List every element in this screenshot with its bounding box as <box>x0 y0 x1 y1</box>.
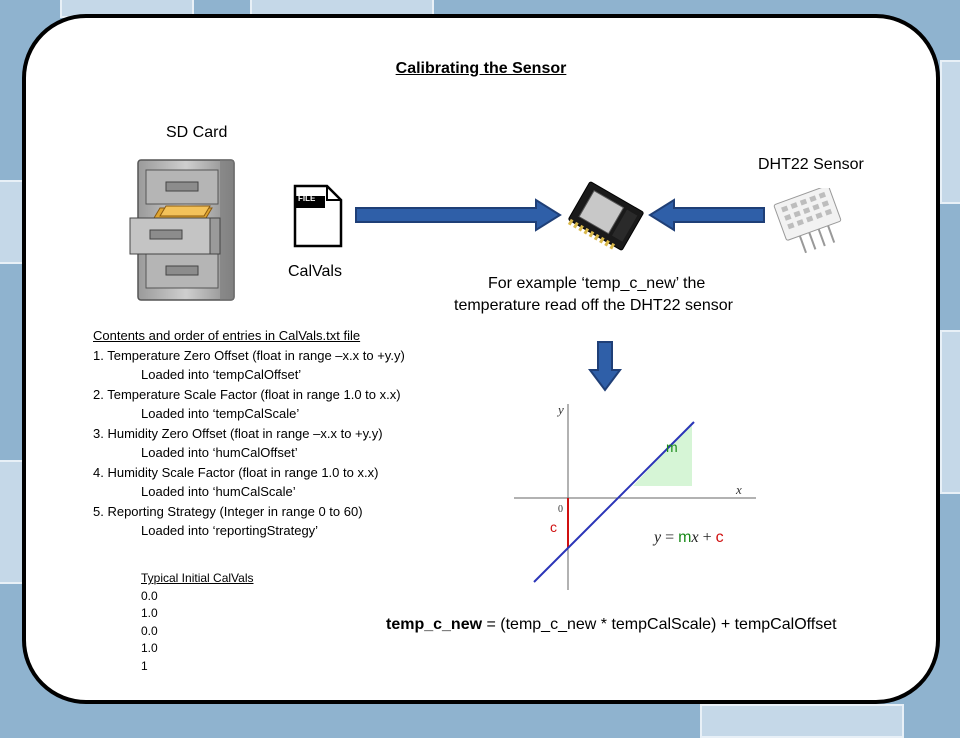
esp-module-icon <box>567 181 644 251</box>
calvals-file-label: CalVals <box>288 263 342 280</box>
contents-loaded: Loaded into ‘reportingStrategy’ <box>141 523 319 538</box>
contents-entry: 3. Humidity Zero Offset (float in range … <box>93 425 383 441</box>
background-tile <box>940 330 960 494</box>
background-tile <box>0 180 24 264</box>
y-axis-label: y <box>556 402 564 417</box>
calvals-contents-list: Contents and order of entries in CalVals… <box>93 326 405 541</box>
line-equation: y = mx + c <box>652 529 724 546</box>
eq-c: c <box>716 529 724 546</box>
file-icon-text: FILE <box>298 194 316 203</box>
contents-entry: 1. Temperature Zero Offset (float in ran… <box>93 347 405 363</box>
dht22-sensor-icon <box>773 188 842 254</box>
regression-line <box>533 421 695 583</box>
arrow-left-icon <box>648 198 765 232</box>
background-tile <box>700 704 904 738</box>
slide-panel: Calibrating the Sensor SD Card FILE CalV… <box>22 14 940 704</box>
contents-entry: 4. Humidity Scale Factor (float in range… <box>93 464 379 480</box>
typical-value: 1 <box>141 658 148 673</box>
typical-value: 1.0 <box>141 641 158 655</box>
typical-header: Typical Initial CalVals <box>141 571 254 585</box>
formula-lhs: temp_c_new <box>386 616 483 633</box>
typical-calvals-list: Typical Initial CalVals 0.0 1.0 0.0 1.0 … <box>141 570 254 675</box>
eq-equals: = <box>661 529 678 546</box>
example-text-line2: temperature read off the DHT22 sensor <box>454 297 733 314</box>
typical-value: 0.0 <box>141 588 158 603</box>
x-axis-label: x <box>735 482 742 497</box>
sd-card-label: SD Card <box>166 124 228 141</box>
contents-loaded: Loaded into ‘tempCalScale’ <box>141 406 300 421</box>
background-tile <box>0 460 24 584</box>
arrow-right-icon <box>355 198 562 232</box>
contents-entry: 2. Temperature Scale Factor (float in ra… <box>93 386 401 402</box>
slope-label: m <box>666 439 678 455</box>
origin-label: 0 <box>558 504 563 515</box>
eq-m: m <box>678 529 691 546</box>
contents-loaded: Loaded into ‘tempCalOffset’ <box>141 367 302 382</box>
typical-value: 1.0 <box>141 606 158 620</box>
example-text-line1: For example ‘temp_c_new’ the <box>488 275 706 292</box>
typical-value: 0.0 <box>141 623 158 638</box>
eq-x: x <box>690 529 698 546</box>
background-tile <box>940 60 960 204</box>
calibration-formula: temp_c_new = (temp_c_new * tempCalScale)… <box>386 616 837 634</box>
contents-loaded: Loaded into ‘humCalOffset’ <box>141 445 298 460</box>
arrow-down-icon <box>588 341 622 392</box>
contents-header: Contents and order of entries in CalVals… <box>93 328 361 343</box>
formula-rhs: = (temp_c_new * tempCalScale) + tempCalO… <box>482 616 837 633</box>
dht22-sensor-label: DHT22 Sensor <box>758 156 864 173</box>
linear-equation-graph: y x 0 m c y = mx + c <box>514 402 756 590</box>
contents-loaded: Loaded into ‘humCalScale’ <box>141 484 296 499</box>
contents-entry: 5. Reporting Strategy (Integer in range … <box>93 503 363 519</box>
eq-y: y <box>652 529 662 546</box>
intercept-label: c <box>550 519 557 535</box>
slide-title: Calibrating the Sensor <box>395 60 567 77</box>
filing-cabinet-icon <box>129 159 235 301</box>
eq-plus: + <box>699 529 716 546</box>
file-icon <box>293 184 343 248</box>
